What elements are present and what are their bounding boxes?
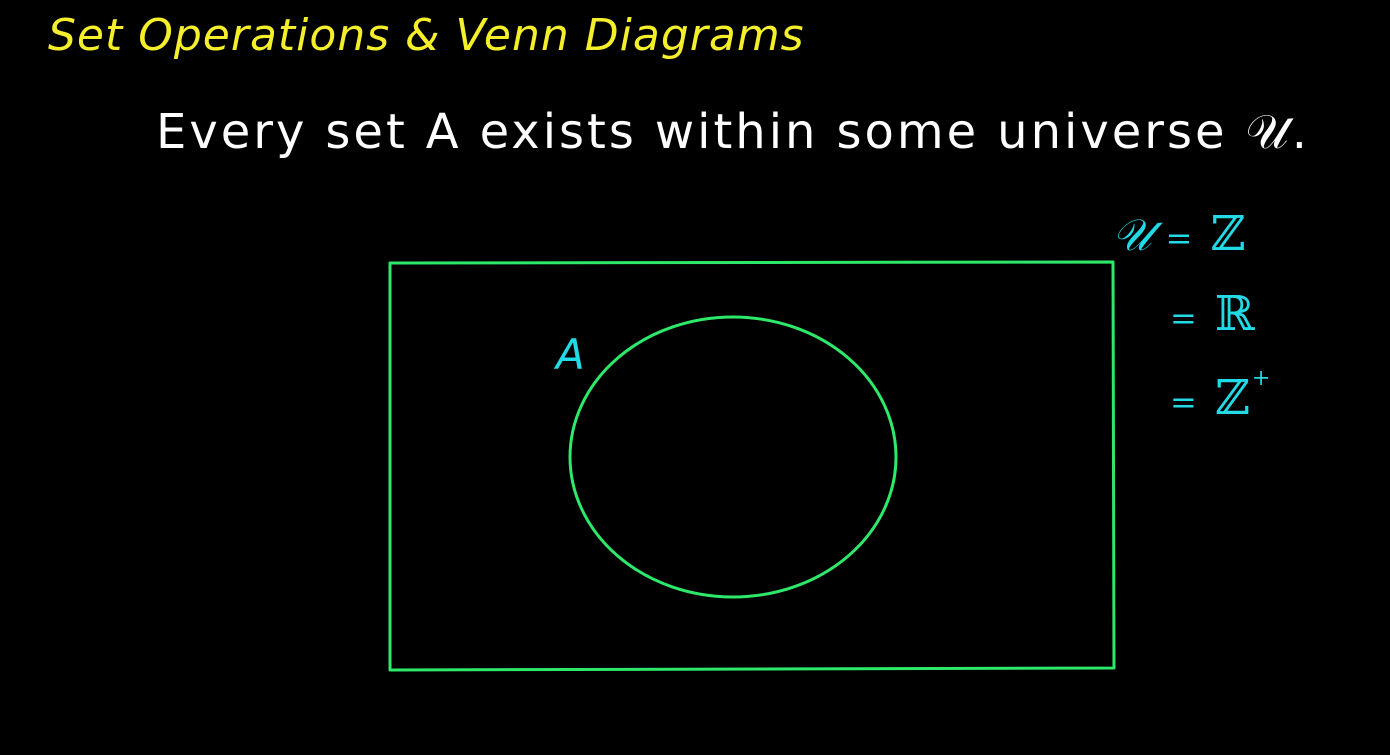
- statement-word: exists: [479, 104, 637, 160]
- statement-word: Every: [156, 104, 308, 160]
- integers-symbol: ℤ: [1210, 206, 1246, 262]
- reals-symbol: ℝ: [1214, 286, 1255, 342]
- equals-sign: =: [1170, 298, 1197, 337]
- universe-example-positive-integers: = ℤ+: [1170, 366, 1270, 426]
- plus-superscript: +: [1251, 366, 1271, 391]
- statement-word: set: [325, 104, 408, 160]
- lesson-title: Set Operations & Venn Diagrams: [48, 10, 805, 61]
- universe-rectangle: [388, 260, 1116, 672]
- universe-example-reals: =ℝ: [1170, 286, 1255, 342]
- universe-example-integers: 𝒰 = ℤ: [1112, 206, 1245, 262]
- statement-word: some: [836, 104, 980, 160]
- equals-sign: =: [1170, 382, 1197, 421]
- equals-sign: =: [1165, 218, 1193, 257]
- set-a-label: A: [556, 330, 585, 379]
- universe-symbol: 𝒰: [1112, 210, 1152, 261]
- integers-symbol: ℤ: [1214, 370, 1250, 426]
- statement-word: 𝒰.: [1245, 104, 1310, 160]
- statement-word: within: [654, 104, 819, 160]
- set-a-circle: [568, 315, 898, 599]
- statement-word: A: [425, 104, 462, 160]
- statement-word: universe: [997, 104, 1228, 160]
